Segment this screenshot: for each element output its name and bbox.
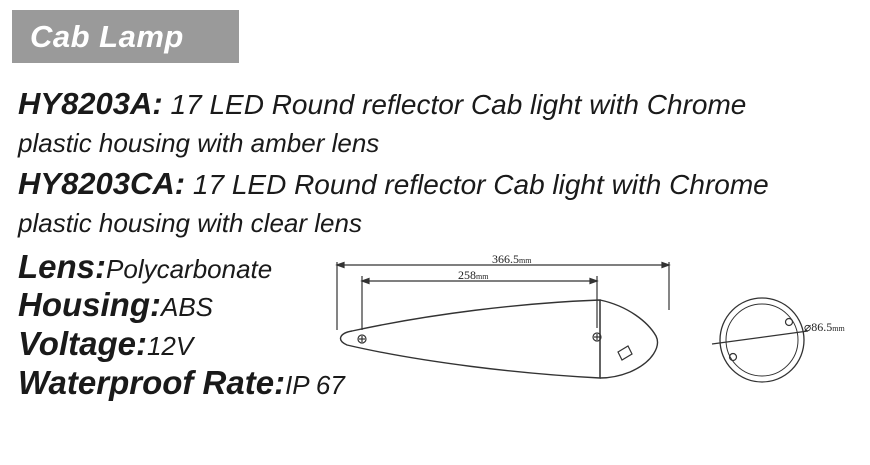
- spec-lens: Lens:Polycarbonate: [18, 248, 272, 286]
- arrow-overall-right: [661, 261, 671, 269]
- front-screw-bottom: [728, 352, 738, 362]
- arrow-hole-left: [360, 277, 370, 285]
- overall-length-value: 366.5: [492, 252, 519, 266]
- spec-lens-label: Lens:: [18, 248, 107, 285]
- spec-waterproof: Waterproof Rate:IP 67: [18, 364, 345, 402]
- product-1-desc-1: 17 LED Round reflector Cab light with Ch…: [162, 89, 747, 120]
- diameter-value: ⌀86.5: [804, 320, 832, 334]
- screw-hole-left: [357, 334, 367, 344]
- lamp-front-outer: [719, 297, 805, 383]
- spec-waterproof-value: IP 67: [285, 370, 345, 400]
- hole-spacing-value: 258: [458, 268, 476, 282]
- product-1-desc-2: plastic housing with amber lens: [18, 128, 380, 158]
- spec-lens-value: Polycarbonate: [106, 254, 273, 284]
- section-header: Cab Lamp: [12, 10, 239, 63]
- product-2-model: HY8203CA:: [18, 166, 186, 201]
- front-screw-top: [784, 317, 794, 327]
- lamp-front-inner: [725, 303, 799, 377]
- spec-waterproof-label: Waterproof Rate:: [18, 364, 286, 401]
- spec-voltage-label: Voltage:: [18, 325, 147, 362]
- product-2-line-2: plastic housing with clear lens: [18, 208, 362, 239]
- diameter-unit: mm: [832, 324, 845, 333]
- lamp-lens-outline: [599, 299, 658, 379]
- product-2-desc-2: plastic housing with clear lens: [18, 208, 362, 238]
- diameter-line: [711, 330, 809, 345]
- product-2-line-1: HY8203CA: 17 LED Round reflector Cab lig…: [18, 166, 769, 202]
- product-2-desc-1: 17 LED Round reflector Cab light with Ch…: [185, 169, 769, 200]
- lamp-housing-outline: [339, 299, 601, 379]
- hole-spacing-label: 258mm: [458, 268, 489, 282]
- overall-length-label: 366.5mm: [492, 252, 532, 266]
- product-1-line-2: plastic housing with amber lens: [18, 128, 379, 159]
- arrow-hole-right: [589, 277, 599, 285]
- spec-housing-value: ABS: [160, 292, 214, 322]
- product-1-line-1: HY8203A: 17 LED Round reflector Cab ligh…: [18, 86, 746, 122]
- screw-hole-right: [592, 332, 602, 342]
- section-title: Cab Lamp: [30, 18, 184, 54]
- spec-housing-label: Housing:: [18, 286, 161, 323]
- product-1-model: HY8203A:: [18, 86, 163, 121]
- lamp-bulb-tip: [617, 345, 633, 361]
- hole-spacing-unit: mm: [476, 272, 489, 281]
- spec-housing: Housing:ABS: [18, 286, 213, 324]
- overall-length-unit: mm: [519, 256, 532, 265]
- spec-voltage: Voltage:12V: [18, 325, 193, 363]
- diameter-label: ⌀86.5mm: [804, 320, 845, 334]
- spec-voltage-value: 12V: [146, 331, 194, 361]
- arrow-overall-left: [335, 261, 345, 269]
